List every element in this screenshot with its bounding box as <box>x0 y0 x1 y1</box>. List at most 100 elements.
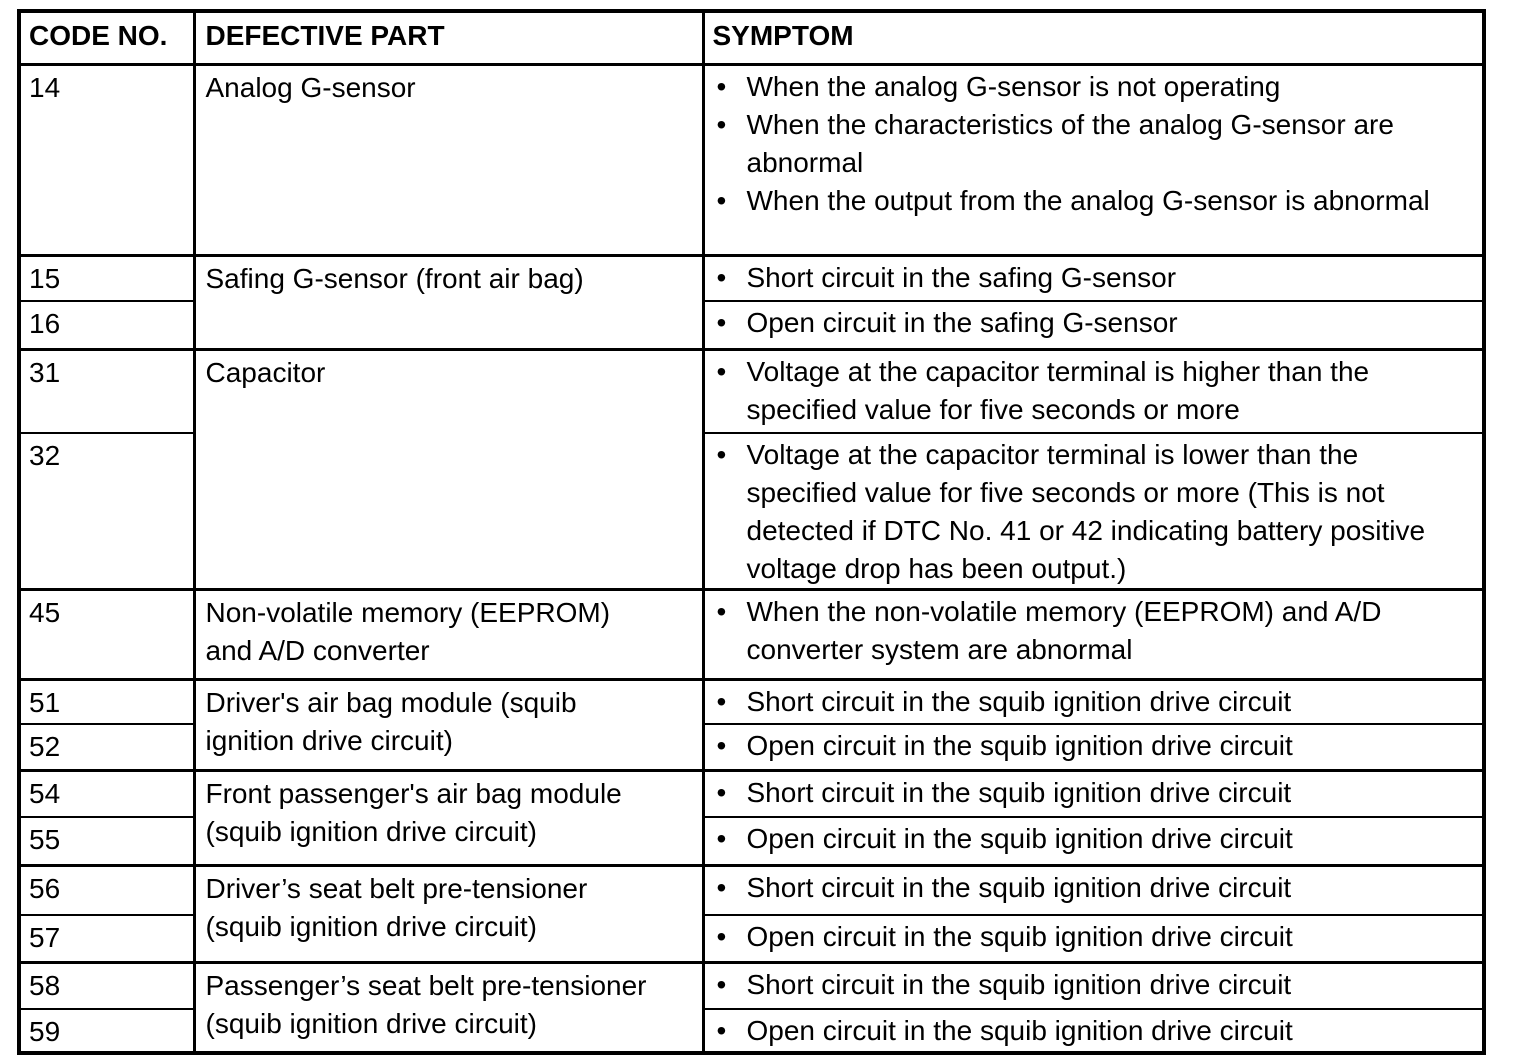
symptom-item: • Short circuit in the safing G-sensor <box>717 259 1453 297</box>
symptom-cell: • Short circuit in the safing G-sensor <box>701 254 1486 302</box>
bullet-icon: • <box>716 595 727 627</box>
bullet-icon: • <box>716 262 727 293</box>
bullet-icon: • <box>716 823 727 854</box>
code-cell: 51 <box>17 677 196 725</box>
table-row-45: 45 Non-volatile memory (EEPROM) and A/D … <box>17 587 1486 681</box>
symptom-item: • Short circuit in the squib ignition dr… <box>717 869 1453 907</box>
symptom-text: Short circuit in the squib ignition driv… <box>746 871 1292 903</box>
table-row-55: 55 • Open circuit in the squib ignition … <box>17 816 1486 867</box>
symptom-text: Open circuit in the squib ignition drive… <box>746 823 1293 854</box>
symptom-text: Short circuit in the squib ignition driv… <box>746 776 1292 808</box>
symptom-text: Open circuit in the safing G-sensor <box>746 306 1178 338</box>
bullet-icon: • <box>716 685 727 717</box>
part-cell: Safing G-sensor (front air bag) <box>192 254 705 351</box>
symptom-text: Short circuit in the squib ignition driv… <box>746 685 1292 717</box>
table-row-51: 51 Driver's air bag module (squib igniti… <box>17 677 1486 771</box>
part-cell: Capacitor <box>192 348 705 590</box>
table-row-52: 52 • Open circuit in the squib ignition … <box>17 723 1486 772</box>
bullet-icon: • <box>716 871 727 903</box>
symptom-cell: • Voltage at the capacitor terminal is h… <box>701 348 1486 434</box>
code-cell: 56 <box>17 863 196 916</box>
symptom-text: Open circuit in the squib ignition drive… <box>746 730 1293 761</box>
symptom-cell: • Open circuit in the squib ignition dri… <box>701 816 1486 867</box>
symptom-text: Short circuit in the safing G-sensor <box>746 262 1177 293</box>
table-row-15: 15 Safing G-sensor (front air bag) • Sho… <box>17 254 1486 351</box>
header-row: CODE NO. DEFECTIVE PART SYMPTOM <box>17 9 1486 66</box>
part-cell: Non-volatile memory (EEPROM) and A/D con… <box>192 587 705 681</box>
symptom-cell: • Open circuit in the squib ignition dri… <box>701 723 1486 772</box>
part-cell: Driver's air bag module (squib ignition … <box>192 677 705 771</box>
code-cell: 31 <box>17 348 196 434</box>
symptom-cell: • Short circuit in the squib ignition dr… <box>701 960 1486 1010</box>
symptom-cell: • Open circuit in the squib ignition dri… <box>701 914 1486 964</box>
symptom-item: • Short circuit in the squib ignition dr… <box>717 966 1453 1004</box>
symptom-text: When the output from the analog G-sensor… <box>746 185 1430 216</box>
symptom-cell: • Short circuit in the squib ignition dr… <box>701 677 1486 725</box>
code-cell: 55 <box>17 816 196 867</box>
bullet-icon: • <box>716 921 727 952</box>
symptom-cell: • When the analog G-sensor is not operat… <box>701 63 1486 257</box>
dtc-table: CODE NO. DEFECTIVE PART SYMPTOM 14 Analo… <box>17 9 1486 1055</box>
symptom-item: • Open circuit in the squib ignition dri… <box>717 1012 1453 1050</box>
symptom-cell: • Short circuit in the squib ignition dr… <box>701 768 1486 818</box>
bullet-icon: • <box>716 185 727 216</box>
symptom-cell: • Open circuit in the safing G-sensor <box>701 299 1486 351</box>
code-cell: 32 <box>17 431 196 591</box>
code-cell: 14 <box>17 63 196 257</box>
bullet-icon: • <box>716 776 727 808</box>
code-cell: 45 <box>17 587 196 681</box>
part-cell: Front passenger's air bag module (squib … <box>192 768 705 866</box>
symptom-cell: • Short circuit in the squib ignition dr… <box>701 863 1486 916</box>
header-symptom: SYMPTOM <box>701 9 1486 66</box>
table-row-54: 54 Front passenger's air bag module (squ… <box>17 768 1486 866</box>
part-cell: Analog G-sensor <box>192 63 705 257</box>
bullet-icon: • <box>716 306 727 338</box>
bullet-icon: • <box>716 730 727 761</box>
symptom-text: When the analog G-sensor is not operatin… <box>746 71 1281 102</box>
symptom-item: • Open circuit in the squib ignition dri… <box>717 820 1453 858</box>
code-cell: 54 <box>17 768 196 818</box>
symptom-cell: • When the non-volatile memory (EEPROM) … <box>701 587 1486 681</box>
code-cell: 15 <box>17 254 196 302</box>
table-row-16: 16 • Open circuit in the safing G-sensor <box>17 299 1486 351</box>
table-row-58: 58 Passenger’s seat belt pre-tensioner (… <box>17 960 1486 1054</box>
table-row-31: 31 Capacitor • Voltage at the capacitor … <box>17 348 1486 590</box>
table-row-59: 59 • Open circuit in the squib ignition … <box>17 1008 1486 1055</box>
symptom-text: When the characteristics of the analog G… <box>746 109 1394 178</box>
code-cell: 52 <box>17 723 196 772</box>
symptom-text: Voltage at the capacitor terminal is hig… <box>746 356 1370 425</box>
symptom-text: Short circuit in the squib ignition driv… <box>746 968 1292 1000</box>
code-cell: 58 <box>17 960 196 1010</box>
symptom-item: • When the non-volatile memory (EEPROM) … <box>717 593 1453 669</box>
table-row-32: 32 • Voltage at the capacitor terminal i… <box>17 431 1486 591</box>
header-code-no: CODE NO. <box>17 9 196 66</box>
part-cell: Driver’s seat belt pre-tensioner (squib … <box>192 863 705 963</box>
symptom-cell: • Voltage at the capacitor terminal is l… <box>701 431 1486 591</box>
symptom-item: • Short circuit in the squib ignition dr… <box>717 774 1453 812</box>
bullet-icon: • <box>716 968 727 1000</box>
bullet-icon: • <box>716 109 727 140</box>
symptom-cell: • Open circuit in the squib ignition dri… <box>701 1008 1486 1055</box>
symptom-text: When the non-volatile memory (EEPROM) an… <box>746 595 1382 665</box>
header-defective-part: DEFECTIVE PART <box>192 9 705 66</box>
symptom-item: • Open circuit in the squib ignition dri… <box>717 727 1453 765</box>
symptom-item: • Open circuit in the squib ignition dri… <box>717 918 1453 956</box>
bullet-icon: • <box>716 438 727 470</box>
symptom-item: • When the characteristics of the analog… <box>717 106 1453 182</box>
table-row-56: 56 Driver’s seat belt pre-tensioner (squ… <box>17 863 1486 963</box>
part-cell: Passenger’s seat belt pre-tensioner (squ… <box>192 960 705 1054</box>
symptom-item: • Voltage at the capacitor terminal is h… <box>717 353 1453 429</box>
symptom-item: • Short circuit in the squib ignition dr… <box>717 683 1453 721</box>
code-cell: 59 <box>17 1008 196 1055</box>
bullet-icon: • <box>716 71 727 102</box>
symptom-text: Open circuit in the squib ignition drive… <box>746 921 1293 952</box>
symptom-text: Voltage at the capacitor terminal is low… <box>746 438 1426 584</box>
symptom-item: • When the output from the analog G-sens… <box>717 182 1453 220</box>
symptom-item: • Voltage at the capacitor terminal is l… <box>716 436 1453 587</box>
symptom-text: Open circuit in the squib ignition drive… <box>746 1015 1293 1046</box>
bullet-icon: • <box>716 356 727 387</box>
table-row-14: 14 Analog G-sensor • When the analog G-s… <box>17 63 1486 257</box>
symptom-item: • Open circuit in the safing G-sensor <box>717 304 1453 342</box>
symptom-item: • When the analog G-sensor is not operat… <box>717 68 1453 106</box>
